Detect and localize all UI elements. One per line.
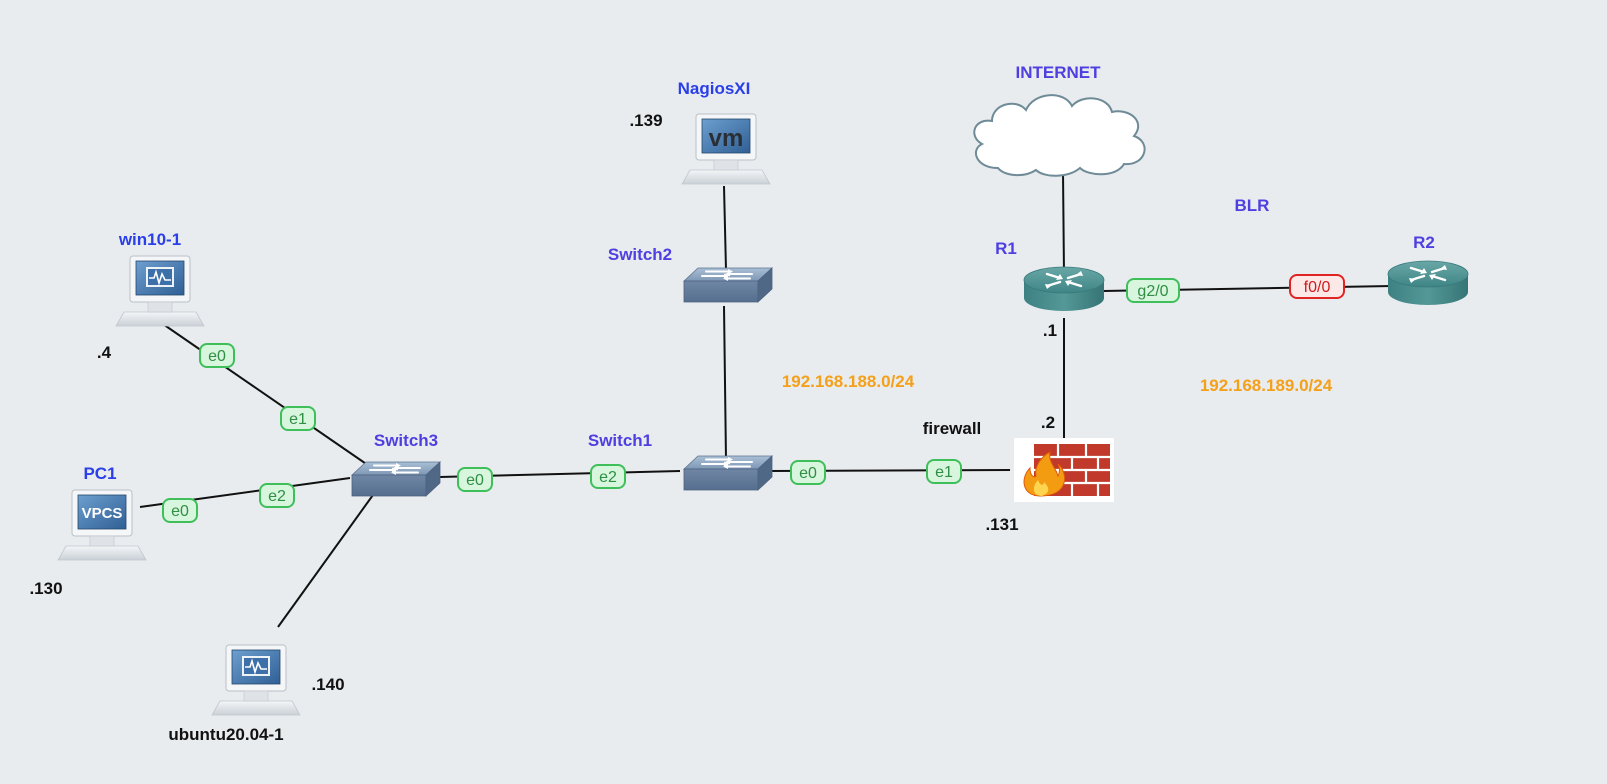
port-pc1-e0[interactable]: e0 (162, 498, 198, 523)
link-nagios-switch2[interactable] (723, 185, 727, 271)
port-win10-e0[interactable]: e0 (199, 343, 235, 368)
r1-address: .1 (1043, 321, 1057, 340)
port-switch1-e0-text: e0 (799, 465, 817, 482)
nagios-address: .139 (629, 111, 662, 130)
port-r2-f0-0-text: f0/0 (1304, 279, 1331, 296)
internet-node[interactable]: INTERNET (973, 63, 1146, 177)
port-r1-g2-0-text: g2/0 (1137, 283, 1168, 300)
firewall-node[interactable]: firewall .131 .2 (923, 413, 1114, 534)
desktop-monitor-icon (211, 644, 301, 716)
port-switch3-e2[interactable]: e2 (259, 483, 295, 508)
win10-address: .4 (97, 343, 112, 362)
port-switch3-e1[interactable]: e1 (280, 406, 316, 431)
firewall-label: firewall (923, 419, 982, 438)
switch3-label: Switch3 (374, 431, 438, 450)
port-firewall-e1[interactable]: e1 (926, 459, 962, 484)
firewall-address-r1-side: .2 (1041, 413, 1055, 432)
router-icon (1386, 259, 1470, 307)
router-icon (1022, 265, 1106, 313)
blr-label: BLR (1235, 196, 1270, 215)
cloud-icon (973, 94, 1146, 177)
port-labels: e0 e1 e0 e2 e0 e2 e0 e1 (162, 274, 1345, 523)
port-r1-g2-0[interactable]: g2/0 (1126, 278, 1180, 303)
firewall-address: .131 (985, 515, 1018, 534)
subnet-188-label: 192.168.188.0/24 (782, 372, 915, 391)
pc1-label: PC1 (83, 464, 116, 483)
port-switch1-e2[interactable]: e2 (590, 464, 626, 489)
win10-node[interactable]: win10-1 .4 (97, 230, 205, 362)
subnet-189-label: 192.168.189.0/24 (1200, 376, 1333, 395)
port-pc1-e0-text: e0 (171, 503, 189, 520)
ubuntu-label: ubuntu20.04-1 (168, 725, 283, 744)
port-switch3-e1-text: e1 (289, 411, 307, 428)
link-win10-switch3[interactable] (159, 321, 376, 471)
vm-icon-text: vm (709, 125, 744, 152)
r1-label: R1 (995, 239, 1017, 258)
nagios-label: NagiosXI (678, 79, 751, 98)
r1-node[interactable]: R1 .1 (995, 239, 1106, 340)
port-switch3-e2-text: e2 (268, 488, 286, 505)
pc1-node[interactable]: VPCS PC1 .130 (29, 464, 147, 598)
switch1-label: Switch1 (588, 431, 652, 450)
firewall-icon (1014, 438, 1114, 502)
link-ubuntu-switch3[interactable] (277, 487, 379, 628)
links (139, 171, 1393, 628)
switch3-node[interactable]: Switch3 (351, 431, 441, 497)
nagios-node[interactable]: vm NagiosXI .139 (629, 79, 771, 185)
switch2-label: Switch2 (608, 245, 672, 264)
pc1-address: .130 (29, 579, 62, 598)
vpcs-icon-text: VPCS (82, 505, 123, 522)
link-r1-internet[interactable] (1062, 171, 1065, 276)
r2-node[interactable]: R2 (1386, 233, 1470, 307)
win10-label: win10-1 (118, 230, 181, 249)
internet-label: INTERNET (1016, 63, 1102, 82)
port-firewall-e1-text: e1 (935, 464, 953, 481)
switch2-node[interactable]: Switch2 (608, 245, 773, 303)
port-switch3-e0[interactable]: e0 (457, 467, 493, 492)
ethernet-switch-icon (351, 461, 441, 497)
r2-label: R2 (1413, 233, 1435, 252)
vm-icon: vm (681, 113, 771, 185)
ubuntu-address: .140 (311, 675, 344, 694)
ethernet-switch-icon (683, 267, 773, 303)
port-switch3-e0-text: e0 (466, 472, 484, 489)
port-switch1-e0[interactable]: e0 (790, 460, 826, 485)
link-switch2-switch1[interactable] (723, 305, 727, 461)
ethernet-switch-icon (683, 455, 773, 491)
desktop-monitor-icon (115, 255, 205, 327)
vpcs-icon: VPCS (57, 489, 147, 561)
port-switch1-e2-text: e2 (599, 469, 617, 486)
port-r2-f0-0[interactable]: f0/0 (1289, 274, 1345, 299)
switch1-node[interactable]: Switch1 (588, 431, 773, 491)
ubuntu-node[interactable]: ubuntu20.04-1 .140 (168, 644, 345, 744)
port-win10-e0-text: e0 (208, 348, 226, 365)
